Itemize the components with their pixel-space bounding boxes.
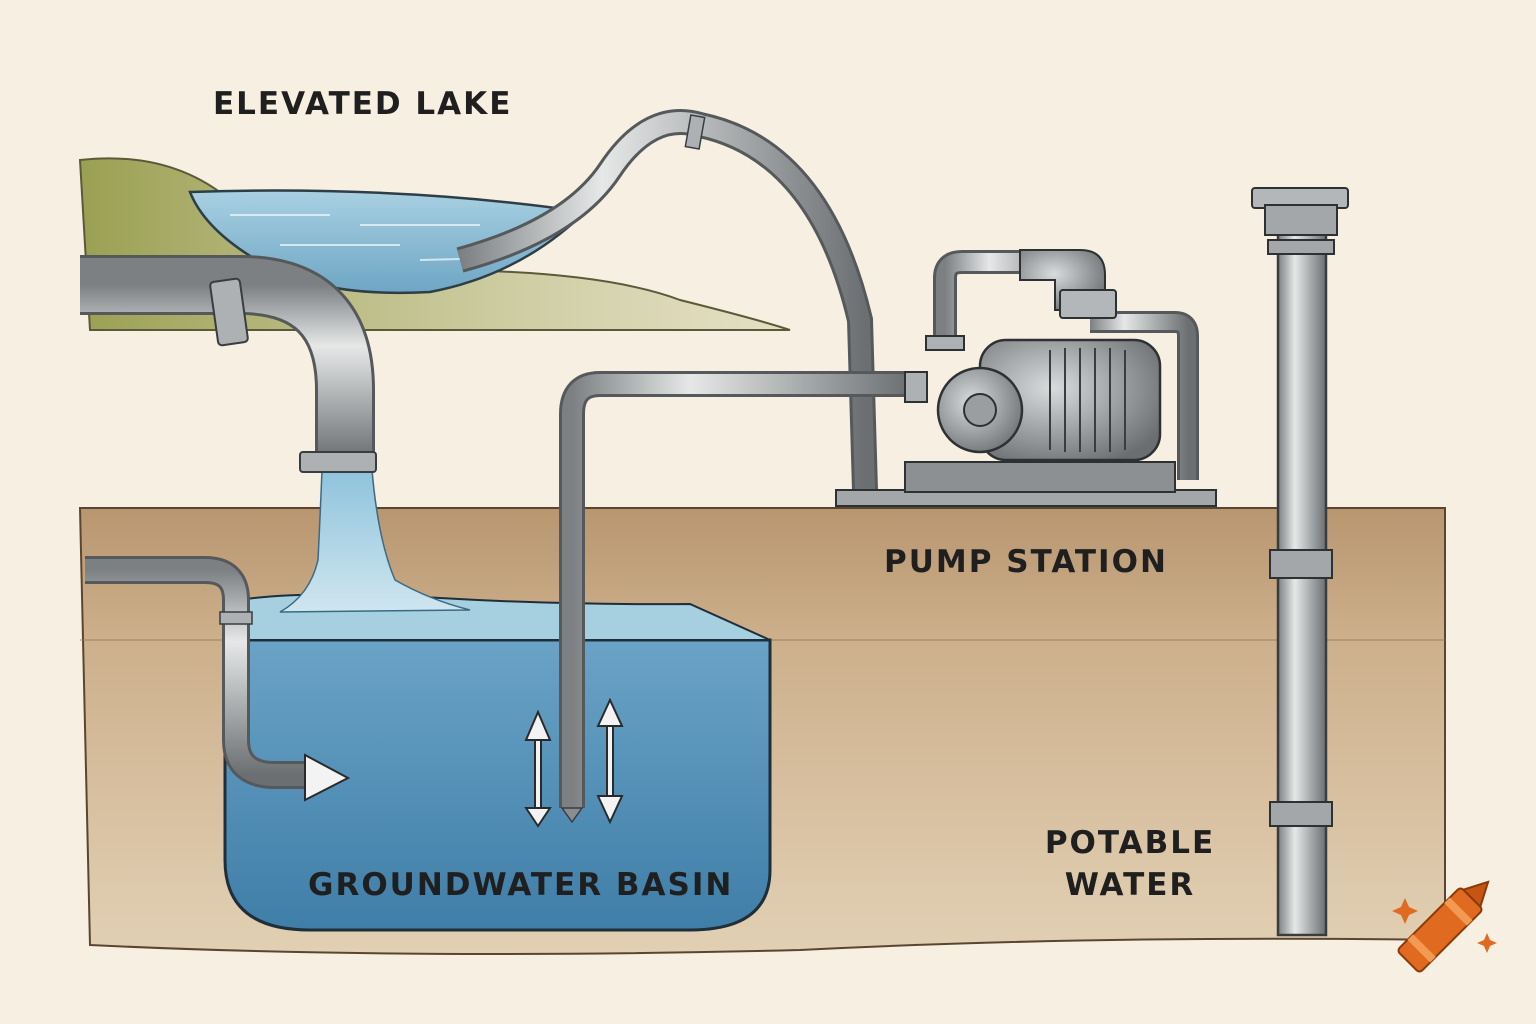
inflow-pipe-collar xyxy=(299,451,377,473)
flow-arrow-icon xyxy=(304,753,351,802)
label-potable-line1: POTABLE xyxy=(1044,825,1216,861)
label-elevated-lake: ELEVATED LAKE xyxy=(213,86,513,122)
sparkle-icon-small xyxy=(1477,933,1497,953)
groundwater-basin xyxy=(223,638,772,932)
pump-station-equipment xyxy=(835,249,1217,507)
crayon-icon xyxy=(1397,880,1490,973)
label-groundwater-basin: GROUNDWATER BASIN xyxy=(308,867,734,903)
label-potable-water: POTABLE WATER xyxy=(1040,822,1220,906)
sparkle-icon xyxy=(1392,898,1418,924)
label-potable-line2: WATER xyxy=(1064,867,1196,903)
water-inflow-stream xyxy=(277,469,471,613)
level-arrows-icon xyxy=(524,697,624,828)
potable-water-pipe xyxy=(1251,187,1349,937)
label-pump-station: PUMP STATION xyxy=(884,544,1168,580)
